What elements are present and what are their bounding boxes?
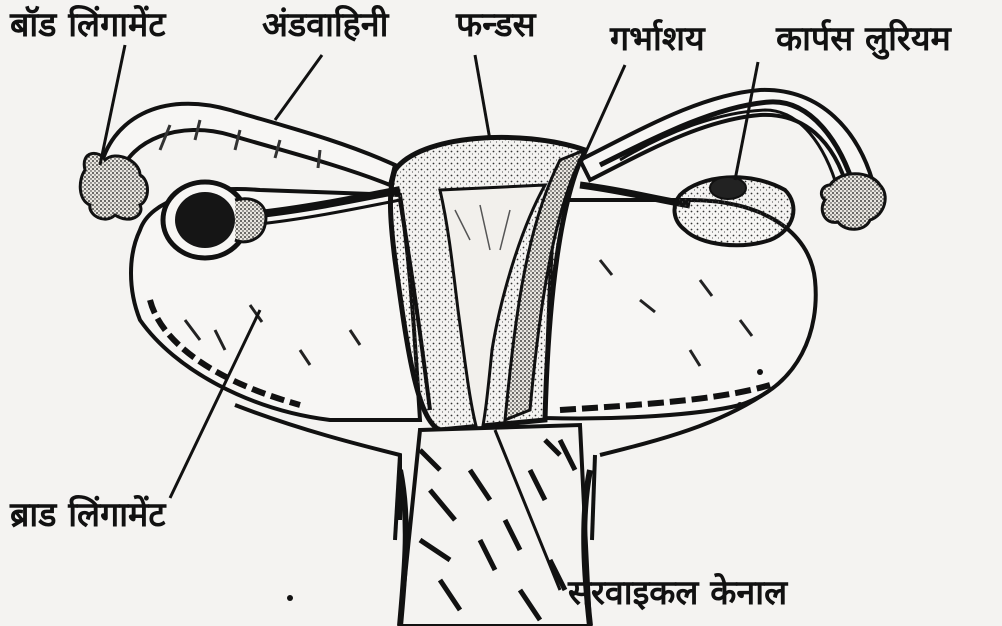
- label-broad-ligament: ब्राड लिंगामेंट: [10, 498, 166, 532]
- left-fimbriae: [80, 153, 147, 219]
- label-bond-ligament: बॉड लिंगामेंट: [10, 8, 166, 42]
- left-fallopian-tube: [100, 104, 395, 185]
- corpus-luteum: [710, 177, 746, 199]
- label-corpus-luteum: कार्पस लुरियम: [776, 22, 951, 56]
- label-uterus: गर्भाशय: [610, 22, 705, 56]
- label-cervical-canal: सरवाइकल केनाल: [568, 576, 787, 610]
- label-fundus: फन्डस: [456, 8, 536, 42]
- label-fallopian-tube: अंडवाहिनी: [262, 8, 388, 42]
- right-fimbriae: [821, 174, 885, 230]
